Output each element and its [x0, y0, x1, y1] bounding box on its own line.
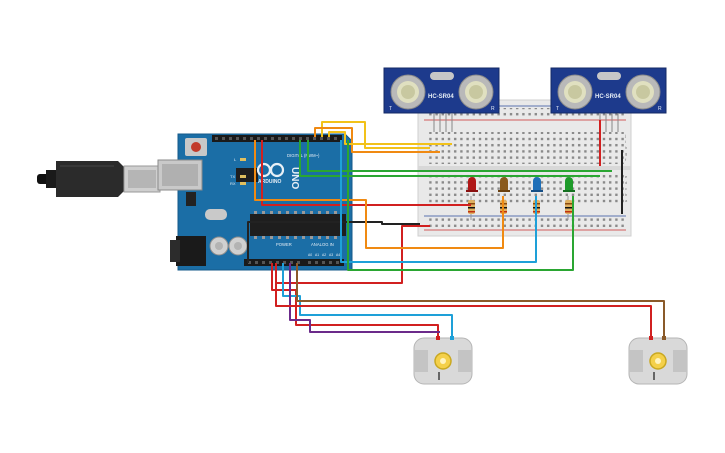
wire-red-motor-left: [271, 263, 439, 338]
power-analog-header[interactable]: POWER ANALOG IN A0 A1 A2 A3 A4: [244, 242, 344, 266]
svg-text:a: a: [625, 198, 628, 203]
wire-purple-motor-left: [289, 263, 440, 333]
arduino-uno-board[interactable]: L TX RX ARDUINO UNO DIGITAL (PWM~): [157, 133, 353, 271]
wire-black-1: [247, 221, 420, 263]
analog-pin-a0: A0: [308, 253, 312, 257]
analog-pin-a2: A2: [322, 253, 326, 257]
brand-label: ARDUINO: [258, 179, 281, 185]
wire-red-motor-right: [275, 263, 652, 338]
onboard-leds: L TX RX: [230, 157, 246, 186]
led-label-rx: RX: [230, 181, 236, 186]
usb-cable[interactable]: [37, 161, 161, 197]
svg-text:g: g: [625, 151, 627, 156]
power-jack: [176, 236, 206, 266]
rail-top[interactable]: [426, 108, 624, 118]
terminal-strip-top[interactable]: [426, 132, 624, 164]
dc-motor-left[interactable]: [413, 336, 473, 385]
column-letters: j i h g f e d c b a: [624, 133, 628, 203]
model-label: UNO: [289, 167, 300, 189]
led-label-tx: TX: [230, 174, 235, 179]
wire-blue-1: [340, 140, 537, 263]
digital-header[interactable]: [212, 135, 342, 142]
svg-text:b: b: [625, 192, 628, 197]
sensor-left-model: HC-SR04: [428, 94, 454, 100]
digital-label: DIGITAL (PWM~): [287, 153, 320, 158]
svg-text:f: f: [625, 157, 627, 162]
wire-green-2: [299, 140, 600, 177]
svg-text:d: d: [625, 180, 627, 185]
led-label-l: L: [234, 157, 237, 162]
atmega-chip: [250, 214, 346, 236]
svg-text:e: e: [625, 174, 628, 179]
ultrasonic-sensor-right[interactable]: HC-SR04 T R: [550, 67, 667, 114]
wire-green-3: [347, 140, 574, 271]
svg-text:j: j: [624, 133, 626, 138]
sensor-right-t: T: [556, 106, 559, 112]
arduino-logo: ARDUINO UNO: [256, 162, 300, 189]
reset-button[interactable]: [191, 142, 201, 152]
analog-pin-a3: A3: [329, 253, 333, 257]
wire-yellow-2: [328, 131, 452, 145]
sensor-right-model: HC-SR04: [595, 94, 621, 100]
rail-bottom[interactable]: [426, 218, 624, 228]
breadboard[interactable]: j i h g f e d c b a: [417, 99, 632, 237]
analog-label: ANALOG IN: [311, 242, 334, 247]
wire-orange-2: [254, 140, 504, 249]
ultrasonic-sensor-left[interactable]: HC-SR04 T R: [383, 67, 500, 114]
led-blue[interactable]: [531, 177, 543, 192]
svg-text:i: i: [625, 139, 626, 144]
wire-red-1: [261, 140, 471, 206]
analog-pin-a4: A4: [336, 253, 340, 257]
wire-green-1: [307, 140, 612, 172]
dc-motor-right[interactable]: [628, 336, 688, 385]
terminal-strip-bottom[interactable]: [426, 172, 624, 204]
wire-brown-motor-right: [296, 263, 665, 338]
led-brown[interactable]: [498, 177, 510, 192]
sensor-left-t: T: [389, 106, 392, 112]
wires[interactable]: [247, 120, 665, 338]
wire-orange-1: [314, 127, 440, 153]
led-green[interactable]: [563, 177, 575, 192]
led-red[interactable]: [466, 177, 478, 192]
power-label: POWER: [276, 242, 292, 247]
svg-text:h: h: [625, 145, 627, 150]
sensor-left-r: R: [491, 106, 495, 112]
analog-pin-a1: A1: [315, 253, 319, 257]
sensor-right-r: R: [658, 106, 662, 112]
svg-text:c: c: [625, 186, 627, 191]
